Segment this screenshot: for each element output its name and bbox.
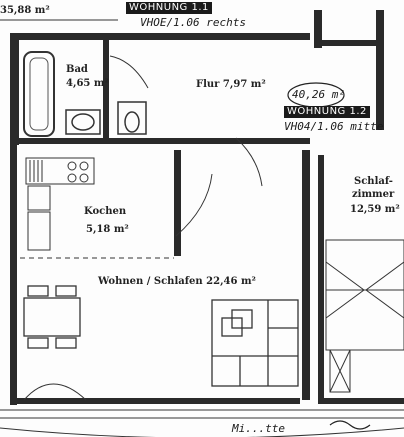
wall-right (302, 150, 310, 400)
schlaf-name-label-1: Schlaf- (354, 176, 393, 187)
wall-bedroom-left (318, 155, 324, 400)
bad-name-label: Bad (66, 64, 88, 75)
unit-1-tag: WOHNUNG 1.1 (126, 2, 212, 14)
wall-bath-divider (103, 40, 109, 138)
wall-bottom-right (318, 398, 404, 404)
wohnen-label: Wohnen / Schlafen 22,46 m² (98, 276, 256, 287)
footer-scribble: Mi...tte (232, 422, 285, 435)
unit-1-note: VHOE/1.06 rechts (140, 16, 246, 29)
unit-2-area-note: 40,26 m² (292, 88, 345, 101)
toilet (117, 101, 147, 135)
kochen-area-label: 5,18 m² (86, 224, 129, 235)
wall-top-right (318, 40, 378, 46)
wall-left-lower (10, 145, 17, 405)
flur-label: Flur 7,97 m² (196, 79, 266, 90)
top-left-area-label: 35,88 m² (0, 5, 50, 16)
wall-bottom (10, 398, 300, 404)
schlaf-name-label-2: zimmer (352, 189, 395, 200)
wall-top (10, 33, 310, 40)
kochen-name-label: Kochen (84, 206, 127, 217)
unit-2-note: VH04/1.06 mitte (284, 120, 384, 133)
wall-left-upper (10, 33, 19, 145)
schlaf-area-label: 12,59 m² (350, 204, 400, 215)
sink (65, 109, 101, 135)
wall-upper-right (314, 10, 322, 48)
bad-area-label: 4,65 m² (66, 78, 109, 89)
wall-corridor (10, 138, 310, 144)
sofa (211, 299, 299, 387)
dining-table (23, 297, 81, 337)
unit-2-tag: WOHNUNG 1.2 (284, 106, 370, 118)
kitchen-counter (25, 157, 95, 185)
wall-kitchen-right (174, 150, 181, 256)
wall-far-right (376, 10, 384, 130)
bathtub (23, 51, 55, 137)
wardrobe (325, 239, 404, 351)
